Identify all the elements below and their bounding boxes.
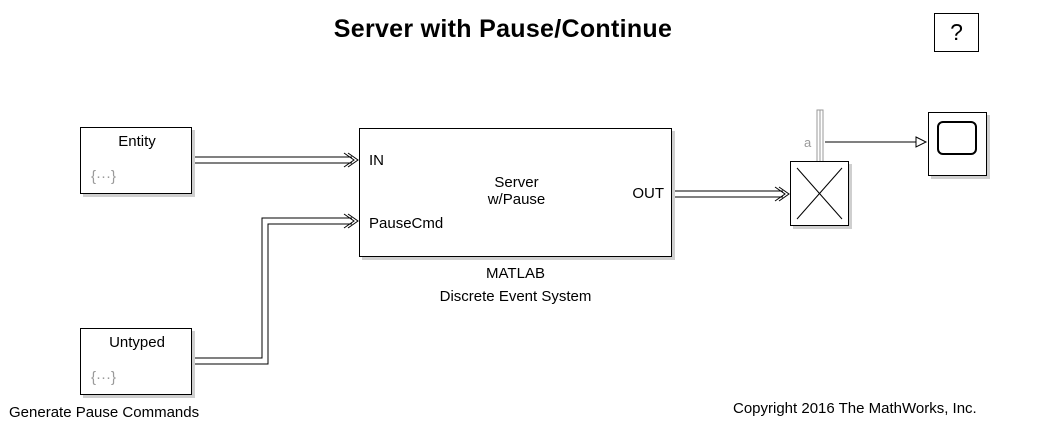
server-block[interactable]: IN PauseCmd OUT Server w/Pause [359,128,672,257]
server-block-name: Server w/Pause [487,174,546,208]
port-in-label: IN [369,152,384,169]
port-out-label: OUT [632,185,664,202]
copyright-text: Copyright 2016 The MathWorks, Inc. [733,400,977,417]
help-button[interactable]: ? [934,13,979,52]
sink-port-a-label: a [804,135,812,150]
entity-sink-block[interactable] [790,161,849,226]
entity-block-label: Entity [118,133,156,150]
untyped-to-pausecmd-line [191,217,352,359]
untyped-block-label: Untyped [109,334,165,351]
sink-x-icon [796,167,843,220]
server-caption-line2: Discrete Event System [439,288,592,305]
scope-screen-icon [937,121,977,155]
entity-block-glyph: {···} [91,168,117,185]
untyped-block-caption: Generate Pause Commands [9,404,200,421]
server-caption-line1: MATLAB [486,265,545,282]
entity-generator-block[interactable]: Entity {···} [80,127,192,194]
port-pausecmd-label: PauseCmd [369,215,444,232]
diagram-title: Server with Pause/Continue [333,15,673,43]
untyped-generator-block[interactable]: Untyped {···} [80,328,192,395]
untyped-block-glyph: {···} [91,369,117,386]
scope-block[interactable] [928,112,987,176]
